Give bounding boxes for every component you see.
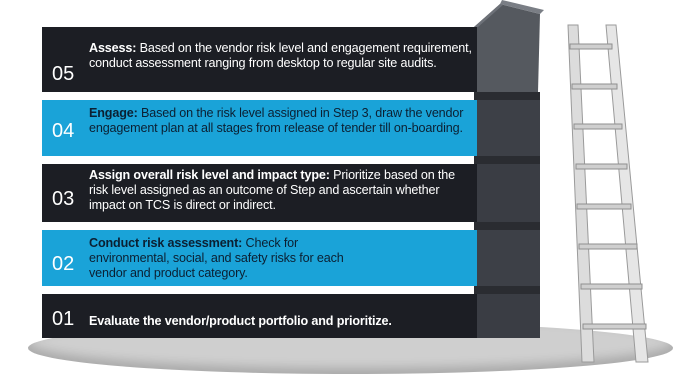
- step-face: [42, 230, 477, 286]
- step-face: [42, 27, 477, 92]
- step-number: 02: [52, 253, 75, 275]
- step-face: [42, 100, 477, 156]
- step-block-03: 03 Assign overall risk level and impact …: [42, 164, 477, 222]
- step-text: Engage: Based on the risk level assigned…: [89, 106, 473, 136]
- step-text: Evaluate the vendor/product portfolio an…: [89, 314, 473, 329]
- stack-side-faces: [470, 0, 550, 345]
- step-text: Assess: Based on the vendor risk level a…: [89, 41, 473, 71]
- step-title: Assess:: [89, 41, 137, 55]
- step-face: [42, 294, 477, 338]
- step-body: Prioritize based on the risk level assig…: [89, 168, 455, 212]
- ladder-illustration: [530, 0, 695, 377]
- step-title: Evaluate the vendor/product portfolio an…: [89, 314, 392, 328]
- step-number: 04: [52, 120, 75, 142]
- step-body: Based on the risk level assigned in Step…: [89, 106, 464, 135]
- step-title: Engage:: [89, 106, 138, 120]
- step-number: 03: [52, 188, 75, 210]
- step-number: 01: [52, 308, 75, 330]
- step-body: Check for environmental, social, and saf…: [89, 236, 344, 280]
- step-text: Conduct risk assessment: Check for envir…: [89, 236, 357, 281]
- step-block-05: 05 Assess: Based on the vendor risk leve…: [42, 27, 477, 92]
- step-title: Conduct risk assessment:: [89, 236, 243, 250]
- step-block-01: 01 Evaluate the vendor/product portfolio…: [42, 294, 477, 338]
- step-block-02: 02 Conduct risk assessment: Check for en…: [42, 230, 477, 286]
- step-body: Based on the vendor risk level and engag…: [89, 41, 472, 70]
- step-face: [42, 164, 477, 222]
- step-title: Assign overall risk level and impact typ…: [89, 168, 330, 182]
- step-number: 05: [52, 63, 75, 85]
- step-block-04: 04 Engage: Based on the risk level assig…: [42, 100, 477, 156]
- step-text: Assign overall risk level and impact typ…: [89, 168, 473, 213]
